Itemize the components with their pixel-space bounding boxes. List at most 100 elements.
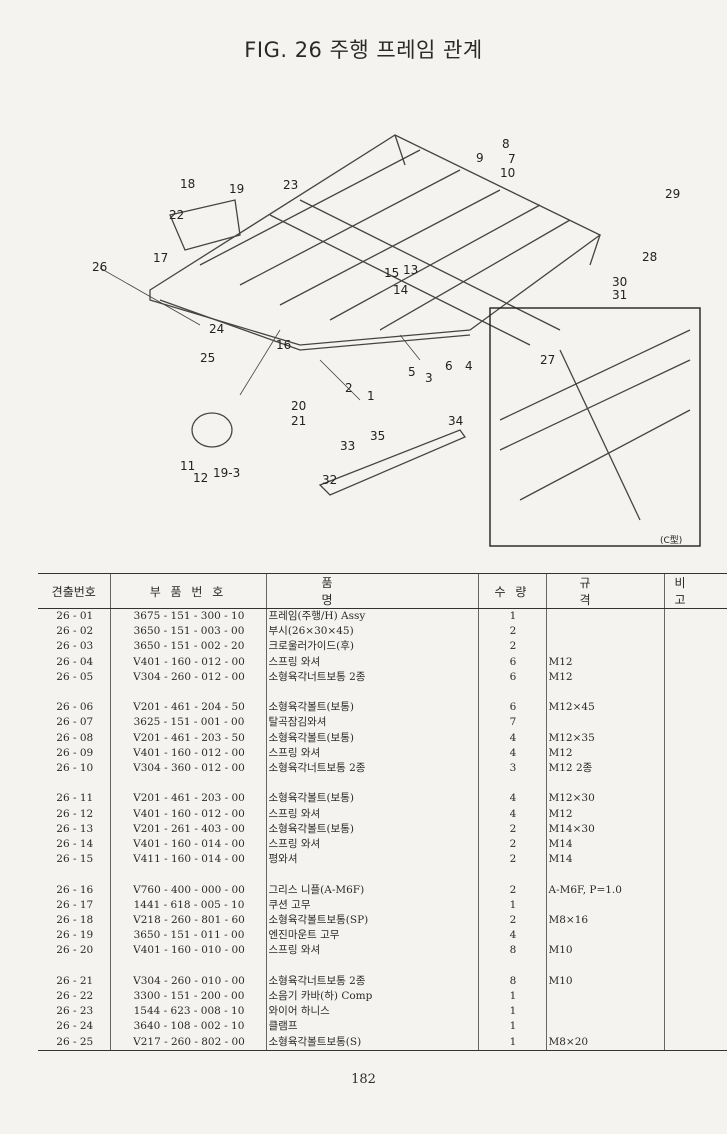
table-header-row: 견출번호 부 품 번 호 품 명 수 량 규 격 비 고: [38, 573, 727, 609]
callout-3: 3: [425, 371, 433, 385]
cell-part-no: 1441 - 618 - 005 - 10: [109, 897, 266, 914]
cell-part-name: 스프링 와셔: [265, 837, 478, 853]
cell-spec: M12: [545, 669, 664, 686]
cell-spec: [545, 928, 664, 944]
spacer-cell: [265, 867, 478, 883]
cell-part-name: 와이어 하니스: [265, 1004, 478, 1020]
callout-22: 22: [169, 208, 184, 222]
cell-note: C: [663, 715, 727, 731]
cell-note: [663, 913, 727, 929]
spacer-cell: [477, 776, 546, 792]
cell-part-no: V401 - 160 - 012 - 00: [109, 745, 266, 762]
cell-note: [663, 761, 727, 777]
callout-12: 12: [193, 471, 208, 485]
cell-note: C: [663, 608, 727, 625]
cell-spec: [545, 608, 664, 625]
cell-note: C: [663, 624, 727, 640]
cell-note: C: [663, 928, 727, 944]
cell-part-name: 쿠션 고무: [265, 897, 478, 914]
cell-spec: M12×45: [545, 700, 664, 716]
spacer-cell: [477, 958, 546, 974]
cell-ref-no: 26 - 25: [38, 1034, 110, 1051]
cell-note: [663, 654, 727, 670]
cell-part-name: 소형육각볼트(보통): [265, 821, 478, 838]
cell-spec: M14×30: [545, 821, 664, 838]
cell-part-name: 소형육각볼트보통(SP): [265, 913, 478, 929]
cell-spec: M12: [545, 806, 664, 822]
callout-25: 25: [200, 351, 215, 365]
callout-28: 28: [642, 250, 657, 264]
cell-part-name: 클램프: [265, 1019, 478, 1035]
spacer-cell: [38, 685, 110, 700]
cell-part-no: V401 - 160 - 014 - 00: [109, 837, 266, 853]
spacer-cell: [265, 958, 478, 974]
spacer-cell: [477, 867, 546, 883]
cell-part-no: V304 - 260 - 010 - 00: [109, 973, 266, 990]
callout-8: 8: [502, 137, 510, 151]
cell-qty: 1: [477, 1019, 546, 1035]
cell-ref-no: 26 - 18: [56, 914, 94, 927]
cell-spec: M8×16: [545, 913, 664, 929]
spacer-cell: [265, 776, 478, 792]
col-header-name: 품 명: [265, 573, 478, 609]
cell-ref-no: 26 - 16: [56, 883, 94, 896]
cell-part-no: V304 - 260 - 012 - 00: [109, 669, 266, 686]
cell-part-name: 프레임(주행/H) Assy: [265, 608, 478, 625]
cell-note: C: [663, 1004, 727, 1020]
table-spacer-row: [38, 776, 727, 792]
spacer-cell: [265, 685, 478, 701]
cell-part-name: 탈곡잠김와셔: [265, 715, 478, 731]
cell-spec: [545, 639, 664, 655]
cell-qty: 2: [477, 821, 546, 838]
cell-qty: 8: [477, 943, 546, 959]
frame-outline: [149, 134, 602, 346]
cell-ref-no: 26 - 10: [56, 762, 94, 775]
inset-view: [489, 307, 701, 547]
cell-part-no: 3650 - 151 - 002 - 20: [109, 639, 266, 655]
cell-part-no: V201 - 461 - 204 - 50: [109, 700, 266, 716]
cell-qty: 4: [477, 791, 546, 807]
cell-qty: 4: [477, 806, 546, 822]
spacer-cell: [545, 867, 664, 883]
cell-ref-no: 26 - 11: [56, 792, 94, 805]
cell-note: C: [663, 989, 727, 1005]
cell-ref-no: 26 - 17: [56, 898, 94, 911]
callout-30: 30: [612, 275, 627, 289]
cell-part-name: 소형육각볼트보통(S): [265, 1034, 478, 1051]
callout-27: 27: [540, 353, 555, 367]
page-number: 182: [351, 1072, 376, 1087]
cell-qty: 1: [477, 1034, 546, 1051]
cell-part-no: 3625 - 151 - 001 - 00: [109, 715, 266, 731]
callout-1: 1: [367, 389, 375, 403]
cell-ref-no: 26 - 14: [56, 838, 94, 851]
cell-qty: 1: [477, 608, 546, 625]
cell-part-no: V401 - 160 - 012 - 00: [109, 654, 266, 670]
cell-ref-no: 26 - 21: [56, 974, 94, 987]
cell-ref-no: 26 - 22: [56, 990, 94, 1003]
callout-4: 4: [465, 359, 473, 373]
cell-qty: 2: [477, 624, 546, 640]
callout-31: 31: [612, 288, 627, 302]
cell-spec: M14: [545, 837, 664, 853]
cell-spec: M12 2종: [545, 761, 664, 777]
cell-part-name: 소형육각볼트(보통): [265, 700, 478, 716]
spacer-cell: [38, 867, 110, 882]
cell-spec: [545, 1004, 664, 1020]
cell-qty: 6: [477, 700, 546, 716]
cell-part-no: V201 - 261 - 403 - 00: [109, 821, 266, 838]
callout-16: 16: [276, 338, 291, 352]
cell-part-name: 크로울러가이드(후): [265, 639, 478, 655]
